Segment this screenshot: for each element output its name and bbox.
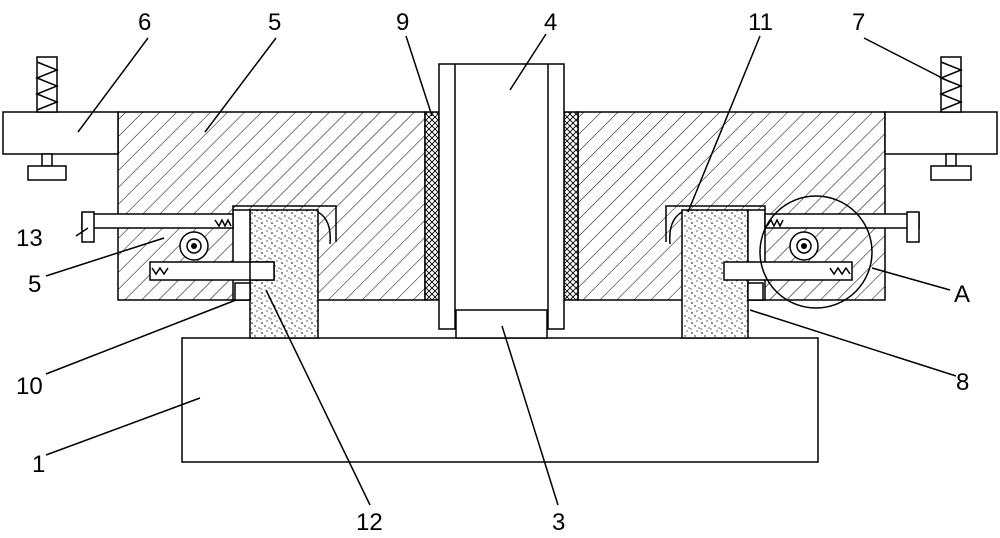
label-1: 1 [32,451,45,478]
leader-lines [45,33,957,506]
label-9: 9 [396,9,409,36]
label-13: 13 [16,225,43,252]
label-4: 4 [544,9,557,36]
left-mesh-strip [424,111,440,301]
label-3: 3 [552,509,565,536]
label-8: 8 [956,369,969,396]
label-10: 10 [16,373,43,400]
right-clamp [665,205,920,301]
base-block [181,337,819,463]
central-column [438,63,565,330]
right-screw [930,56,972,181]
label-5-left: 5 [28,271,41,298]
detail-circle-a [759,195,873,309]
right-mesh-strip [563,111,579,301]
left-screw [27,56,67,181]
left-flange [2,111,119,155]
label-a: A [954,281,970,308]
label-7: 7 [852,9,865,36]
center-block [455,309,548,339]
label-5-top: 5 [268,9,281,36]
label-12: 12 [356,509,383,536]
left-clamp [81,205,337,301]
right-flange [884,111,998,155]
label-11: 11 [748,9,773,36]
label-6: 6 [138,9,151,36]
